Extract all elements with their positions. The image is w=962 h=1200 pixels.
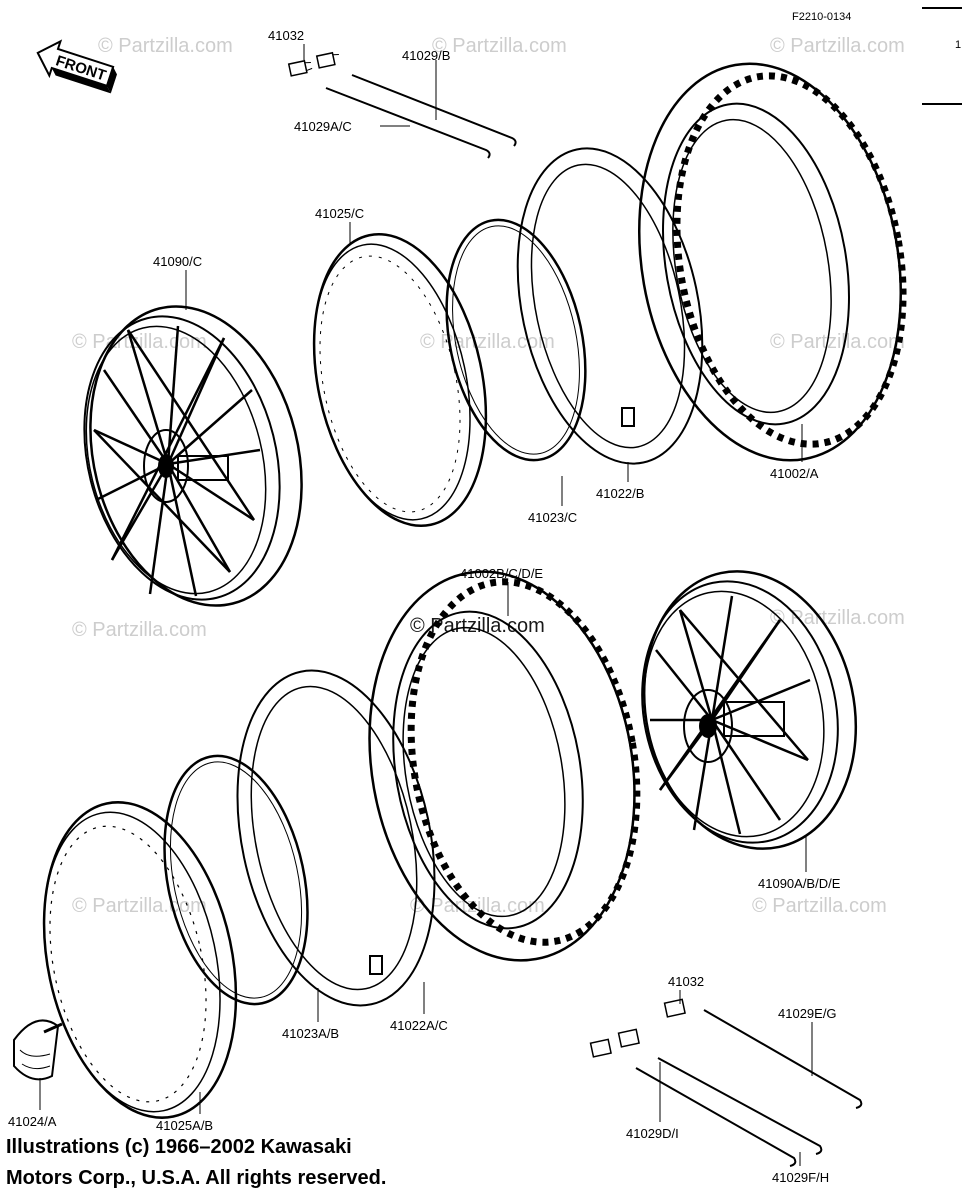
part-label-41024A: 41024/A <box>8 1114 57 1129</box>
watermark: © Partzilla.com <box>72 895 207 917</box>
watermark: © Partzilla.com <box>770 35 905 57</box>
spoke-nipple-bottom <box>589 998 686 1058</box>
watermark: © Partzilla.com <box>432 35 567 57</box>
part-label-41002A: 41002/A <box>770 466 819 481</box>
front-arrow-icon: FRONT <box>36 39 117 94</box>
rim-lock-icon <box>13 1019 63 1081</box>
copyright-notice: Illustrations (c) 1966–2002 Kawasaki Mot… <box>6 1132 386 1194</box>
reference-code: F2210-0134 <box>792 11 851 23</box>
rear-tube <box>236 669 436 1007</box>
copyright-line-1: Illustrations (c) 1966–2002 Kawasaki <box>6 1136 352 1158</box>
rear-rim-band-inner <box>169 761 303 999</box>
watermark: © Partzilla.com <box>98 35 233 57</box>
part-label-41029B: 41029/B <box>402 48 450 63</box>
watermark: © Partzilla.com <box>410 895 545 917</box>
part-label-41022AC: 41022A/C <box>390 1018 448 1033</box>
part-label-41032-top: 41032 <box>268 28 304 43</box>
watermark: © Partzilla.com <box>420 331 555 353</box>
part-label-41090C: 41090/C <box>153 254 202 269</box>
front-tube <box>516 147 704 465</box>
spokes-bottom <box>635 1009 863 1167</box>
part-label-41032-bottom: 41032 <box>668 974 704 989</box>
part-label-41022B: 41022/B <box>596 486 644 501</box>
leader-lines <box>39 44 813 1166</box>
part-label-41025C: 41025/C <box>315 206 364 221</box>
watermark: © Partzilla.com <box>770 331 905 353</box>
watermark: © Partzilla.com <box>410 615 545 637</box>
rear-tire <box>368 570 641 962</box>
front-wheel-assembly <box>83 305 303 607</box>
part-label-41029EG: 41029E/G <box>778 1006 837 1021</box>
rear-rim-band <box>163 754 309 1006</box>
part-label-41002BCDE: 41002B/C/D/E <box>460 566 543 581</box>
part-label-41023C: 41023/C <box>528 510 577 525</box>
part-label-41025AB: 41025A/B <box>156 1118 213 1133</box>
watermark: © Partzilla.com <box>752 895 887 917</box>
page-mark: 1 <box>955 39 961 51</box>
front-rim <box>312 232 488 528</box>
spoke-nipple-top <box>287 59 313 77</box>
rear-wheel-assembly <box>641 570 858 850</box>
part-label-41029FH: 41029F/H <box>772 1170 829 1185</box>
spoke-nipple-top-2 <box>315 51 339 69</box>
copyright-line-2: Motors Corp., U.S.A. All rights reserved… <box>6 1167 387 1189</box>
front-rim-band <box>445 218 587 462</box>
part-label-41029DI: 41029D/I <box>626 1126 679 1141</box>
front-rim-band-inner <box>452 225 580 455</box>
part-label-41090ABDE: 41090A/B/D/E <box>758 876 841 891</box>
watermark-group: © Partzilla.com © Partzilla.com © Partzi… <box>72 35 905 917</box>
rear-rim <box>42 801 238 1119</box>
front-tire <box>637 62 907 462</box>
part-label-41029AC: 41029A/C <box>294 119 352 134</box>
part-label-41023AB: 41023A/B <box>282 1026 339 1041</box>
watermark: © Partzilla.com <box>72 619 207 641</box>
spokes-top <box>325 60 517 159</box>
